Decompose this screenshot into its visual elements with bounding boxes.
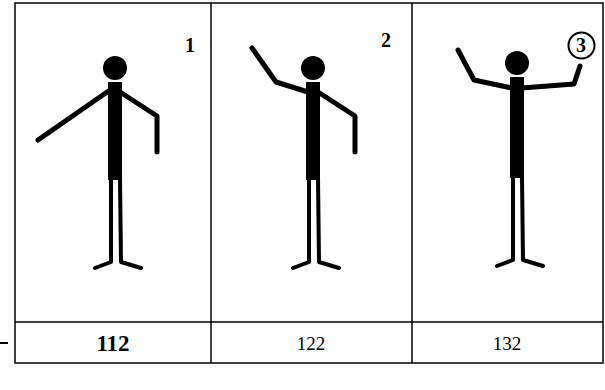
stick-figure: [252, 48, 355, 268]
stick-figure: [38, 56, 157, 268]
circled-number: 3: [576, 35, 586, 55]
circled-number: 3: [567, 31, 596, 60]
stick-figure: [458, 50, 580, 266]
table-cell: 132: [493, 334, 522, 353]
panel-border: [15, 3, 603, 363]
table-cell: 112: [96, 332, 129, 355]
column-divider: [210, 3, 212, 363]
column-divider: [411, 3, 413, 363]
row-divider: [15, 321, 603, 323]
panel-number: 1: [185, 35, 195, 55]
panel-number: 2: [381, 30, 391, 50]
table-cell: 122: [297, 334, 326, 353]
circle-outline: [568, 32, 594, 58]
edge-mark: [0, 342, 8, 344]
